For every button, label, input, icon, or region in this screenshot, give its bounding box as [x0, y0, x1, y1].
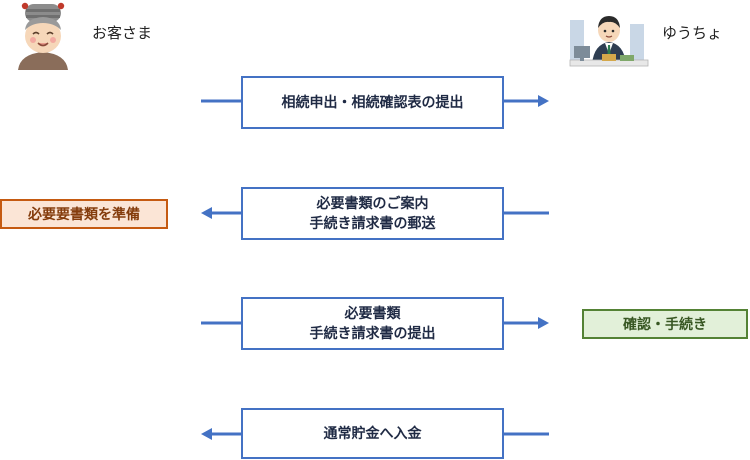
step-1-line-1: 相続申出・相続確認表の提出	[281, 94, 464, 111]
customer-label: お客さま	[92, 24, 153, 42]
bank-action-box: 確認・手続き	[582, 309, 748, 339]
arrow-3-head	[538, 317, 549, 329]
step-4-line-1: 通常貯金へ入金	[323, 425, 422, 442]
bank-staff-icon	[569, 16, 649, 67]
step-3-line-1: 必要書類	[344, 305, 401, 322]
step-box-4: 通常貯金へ入金	[241, 408, 504, 459]
bank-label: ゆうちょ	[662, 24, 723, 42]
step-2-line-2: 手続き請求書の郵送	[309, 215, 436, 232]
step-box-2: 必要書類のご案内手続き請求書の郵送	[241, 187, 504, 240]
customer-action-label: 必要要書類を準備	[28, 207, 140, 223]
customer-avatar-icon	[18, 2, 68, 70]
arrow-2-head	[201, 207, 212, 219]
arrow-4-head	[201, 428, 212, 440]
step-3-line-2: 手続き請求書の提出	[309, 325, 436, 342]
step-2-line-1: 必要書類のご案内	[316, 195, 429, 212]
bank-action-label: 確認・手続き	[623, 317, 707, 333]
step-box-3: 必要書類手続き請求書の提出	[241, 297, 504, 350]
step-box-1: 相続申出・相続確認表の提出	[241, 76, 504, 129]
arrow-1-head	[538, 95, 549, 107]
customer-action-box: 必要要書類を準備	[0, 199, 168, 229]
